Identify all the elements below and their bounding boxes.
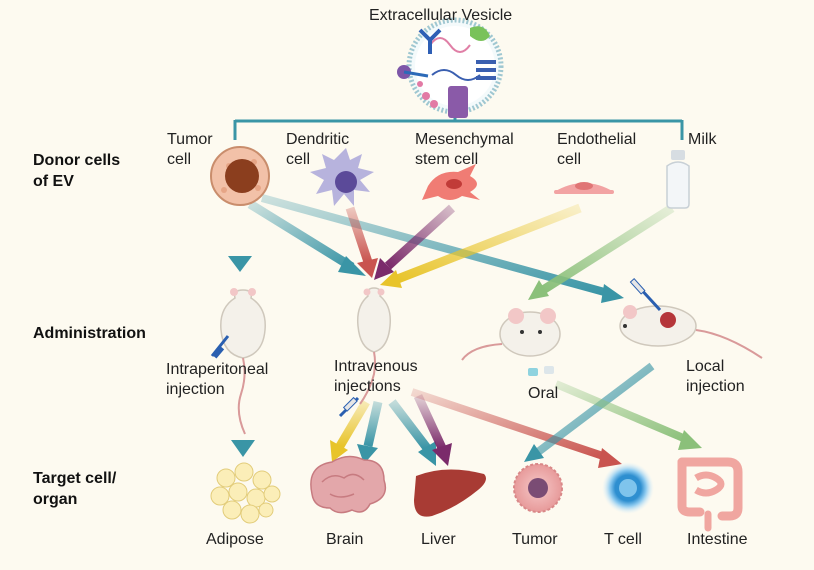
admin-oral-label: Oral: [528, 385, 559, 402]
target-adipose-label: Adipose: [206, 531, 264, 548]
endothelial-cell-icon: [554, 182, 614, 194]
tcell-icon: [602, 462, 654, 514]
arrow-oral-to-intestine: [554, 380, 702, 450]
liver-icon: [414, 469, 486, 517]
arrow-mesenchymal-to-intravenous: [374, 204, 456, 280]
target-tcell-label: T cell: [604, 531, 642, 548]
arrow-intravenous-to-tcell: [410, 388, 622, 468]
brain-icon: [310, 455, 387, 514]
admin-intraperitoneal-label: Intraperitoneal injection: [166, 361, 269, 398]
donor-tumor-label: Tumor cell: [167, 131, 213, 168]
arrow-intravenous-to-liver-purple: [413, 394, 452, 466]
tumor-cell-icon: [210, 146, 270, 206]
donor-dendritic-label: Dendritic cell: [286, 131, 350, 168]
tumor-target-icon: [513, 463, 563, 513]
mouse-oral-icon: [461, 308, 561, 376]
arrow-intraperitoneal-to-adipose: [231, 412, 255, 457]
row-label-administration: Administration: [33, 325, 146, 342]
mouse-intravenous-icon: [338, 287, 392, 418]
ev-title: Extracellular Vesicle: [369, 7, 513, 24]
donor-milk-label: Milk: [688, 131, 717, 148]
arrow-intravenous-to-brain-yellow: [330, 399, 370, 462]
row-label-target: Target cell/ organ: [33, 470, 117, 508]
donor-endothelial-label: Endothelial cell: [557, 131, 637, 168]
arrow-tumor-to-intravenous: [247, 200, 366, 276]
arrow-tumor-to-intraperitoneal: [228, 210, 252, 272]
intestine-icon: [677, 457, 743, 532]
target-tumor-label: Tumor: [512, 531, 558, 548]
admin-intravenous-label: Intravenous injections: [334, 358, 418, 395]
target-liver-label: Liver: [421, 531, 456, 548]
donor-mesenchymal-label: Mesenchymal stem cell: [415, 131, 514, 168]
arrow-dendritic-to-intravenous: [345, 206, 378, 278]
target-intestine-label: Intestine: [687, 531, 748, 548]
arrow-milk-to-oral: [528, 204, 675, 300]
admin-local-label: Local injection: [686, 358, 745, 395]
extracellular-vesicle-icon: [397, 17, 504, 118]
arrow-intravenous-to-liver-teal: [388, 399, 436, 466]
mouse-intraperitoneal-icon: [210, 288, 266, 435]
dendritic-cell-icon: [310, 148, 374, 206]
arrow-endothelial-to-intravenous: [380, 203, 582, 288]
mesenchymal-stem-cell-icon: [422, 164, 480, 200]
arrow-local-to-tumor: [524, 362, 655, 462]
row-label-donor: Donor cells of EV: [33, 152, 121, 190]
mouse-local-icon: [619, 278, 763, 359]
adipose-icon: [210, 462, 281, 524]
arrow-tumor-to-local: [260, 194, 624, 303]
target-brain-label: Brain: [326, 531, 364, 548]
milk-bottle-icon: [666, 150, 690, 209]
